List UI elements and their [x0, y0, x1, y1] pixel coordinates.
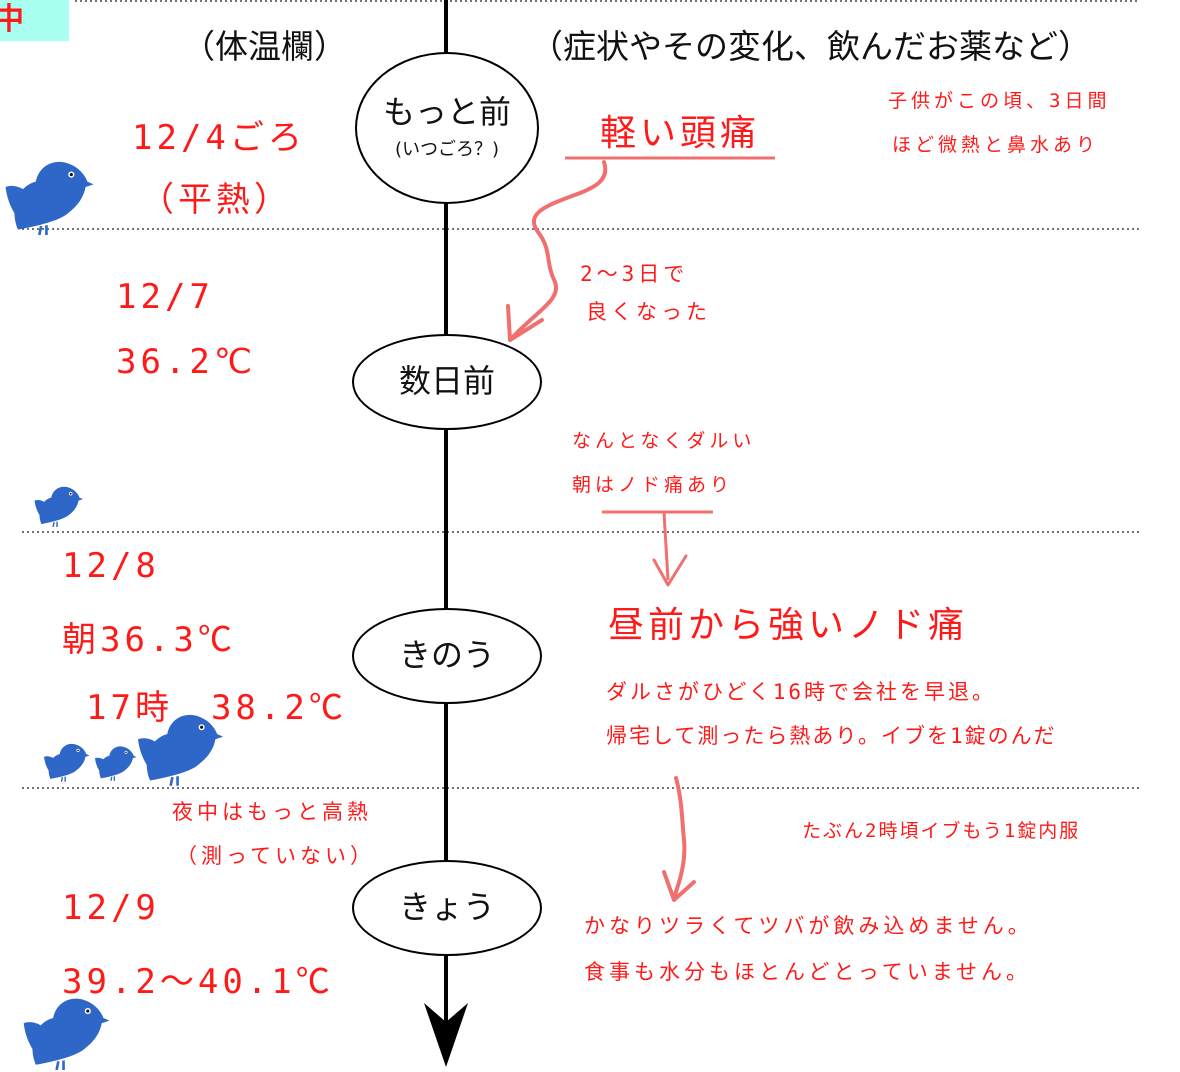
- earlier-temperature: （平熱）: [140, 180, 292, 220]
- night-arrowhead: [662, 870, 696, 902]
- bird-icon: [4, 160, 95, 235]
- node-earlier-label: もっと前: [382, 93, 511, 132]
- node-yesterday: きのう: [352, 608, 542, 704]
- recovered-line-1: 2～3日で: [580, 262, 689, 286]
- dull-line-1: なんとなくダルい: [572, 430, 756, 452]
- recovery-arrowhead: [506, 304, 544, 342]
- dull-line-2: 朝はノド痛あり: [572, 474, 734, 496]
- today-date: 12/9: [62, 888, 160, 928]
- node-yesterday-label: きのう: [398, 636, 495, 675]
- few-days-ago-date: 12/7: [116, 277, 214, 317]
- today-symptom-line-2: 食事も水分もほとんどとっていません。: [584, 960, 1032, 984]
- throat-arrowhead: [652, 554, 688, 587]
- yesterday-morning-temperature: 朝36.3℃: [62, 620, 236, 660]
- sore-throat-text: 昼前から強いノド痛: [608, 605, 969, 646]
- leave-work-line-2: 帰宅して測ったら熱あり。イブを1錠のんだ: [606, 724, 1057, 748]
- earlier-date: 12/4ごろ: [132, 118, 306, 158]
- corner-tag-text: 中: [0, 2, 24, 37]
- leave-work-line-1: ダルさがひどく16時で会社を早退。: [606, 680, 997, 704]
- node-earlier: もっと前 (いつごろ？): [355, 52, 539, 204]
- symptom-column-header: （症状やその変化、飲んだお薬など）: [530, 27, 1091, 66]
- bird-icon: [44, 743, 90, 782]
- child-note-line-1: 子供がこの頃、3日間: [888, 90, 1111, 112]
- node-few-days-ago-label: 数日前: [398, 362, 495, 401]
- node-today: きょう: [352, 860, 542, 956]
- yesterday-date: 12/8: [62, 546, 160, 586]
- node-few-days-ago: 数日前: [352, 334, 542, 430]
- recovery-arrow: [508, 160, 608, 342]
- node-earlier-sublabel: (いつごろ？): [394, 138, 500, 160]
- timeline-arrowhead: [424, 1003, 468, 1067]
- night-note-line-2: （測っていない）: [176, 844, 375, 868]
- night-note-line-1: 夜中はもっと高熱: [172, 800, 372, 824]
- bird-icon: [34, 486, 84, 527]
- bird-icon: [95, 745, 137, 782]
- node-today-label: きょう: [398, 888, 495, 927]
- today-temperature: 39.2～40.1℃: [62, 962, 334, 1002]
- recovered-line-2: 良くなった: [586, 300, 711, 324]
- corner-tag: 中: [0, 0, 69, 41]
- child-note-line-2: ほど微熱と鼻水あり: [892, 134, 1100, 156]
- headache-text: 軽い頭痛: [600, 113, 761, 154]
- few-days-ago-temperature: 36.2℃: [116, 342, 257, 382]
- bird-icon: [22, 997, 111, 1070]
- yesterday-evening-temperature: 17時 38.2℃: [86, 688, 347, 728]
- today-symptom-line-1: かなりツラくてツバが飲み込めません。: [584, 914, 1033, 938]
- night-medicine-text: たぶん2時頃イブもう1錠内服: [802, 820, 1081, 842]
- temperature-column-header: （体温欄）: [182, 27, 347, 66]
- night-arrow: [672, 776, 687, 900]
- throat-arrow: [662, 511, 670, 581]
